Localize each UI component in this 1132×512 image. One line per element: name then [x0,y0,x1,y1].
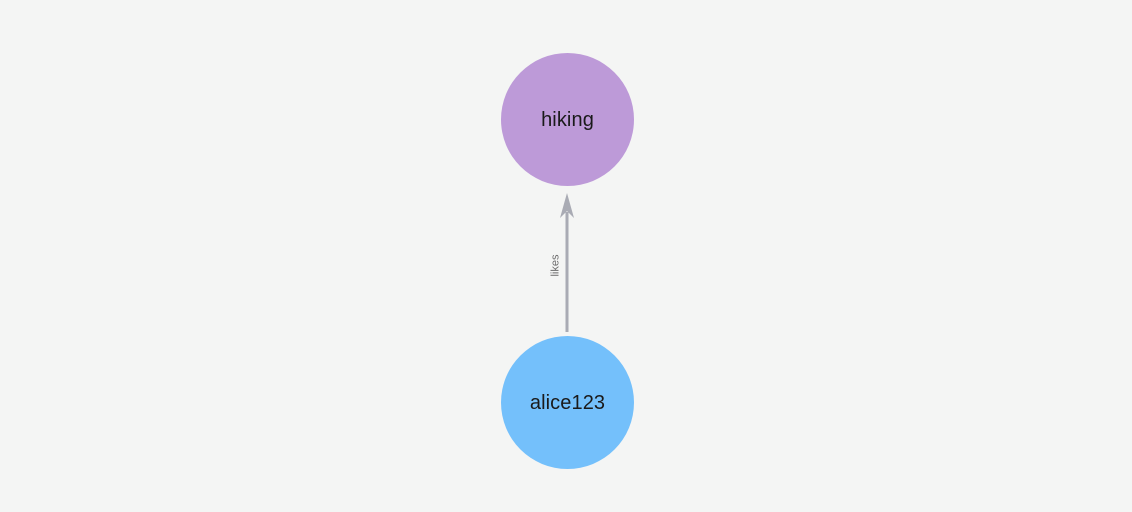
node-label-alice123: alice123 [529,391,606,414]
graph-node-alice123[interactable]: alice123 [501,336,634,469]
edge-alice123-likes-hiking[interactable] [560,193,574,332]
edge-label-likes: likes [549,254,562,277]
node-label-hiking: hiking [541,108,594,131]
edge-arrowhead-icon [560,193,574,218]
graph-node-hiking[interactable]: hiking [501,53,634,186]
